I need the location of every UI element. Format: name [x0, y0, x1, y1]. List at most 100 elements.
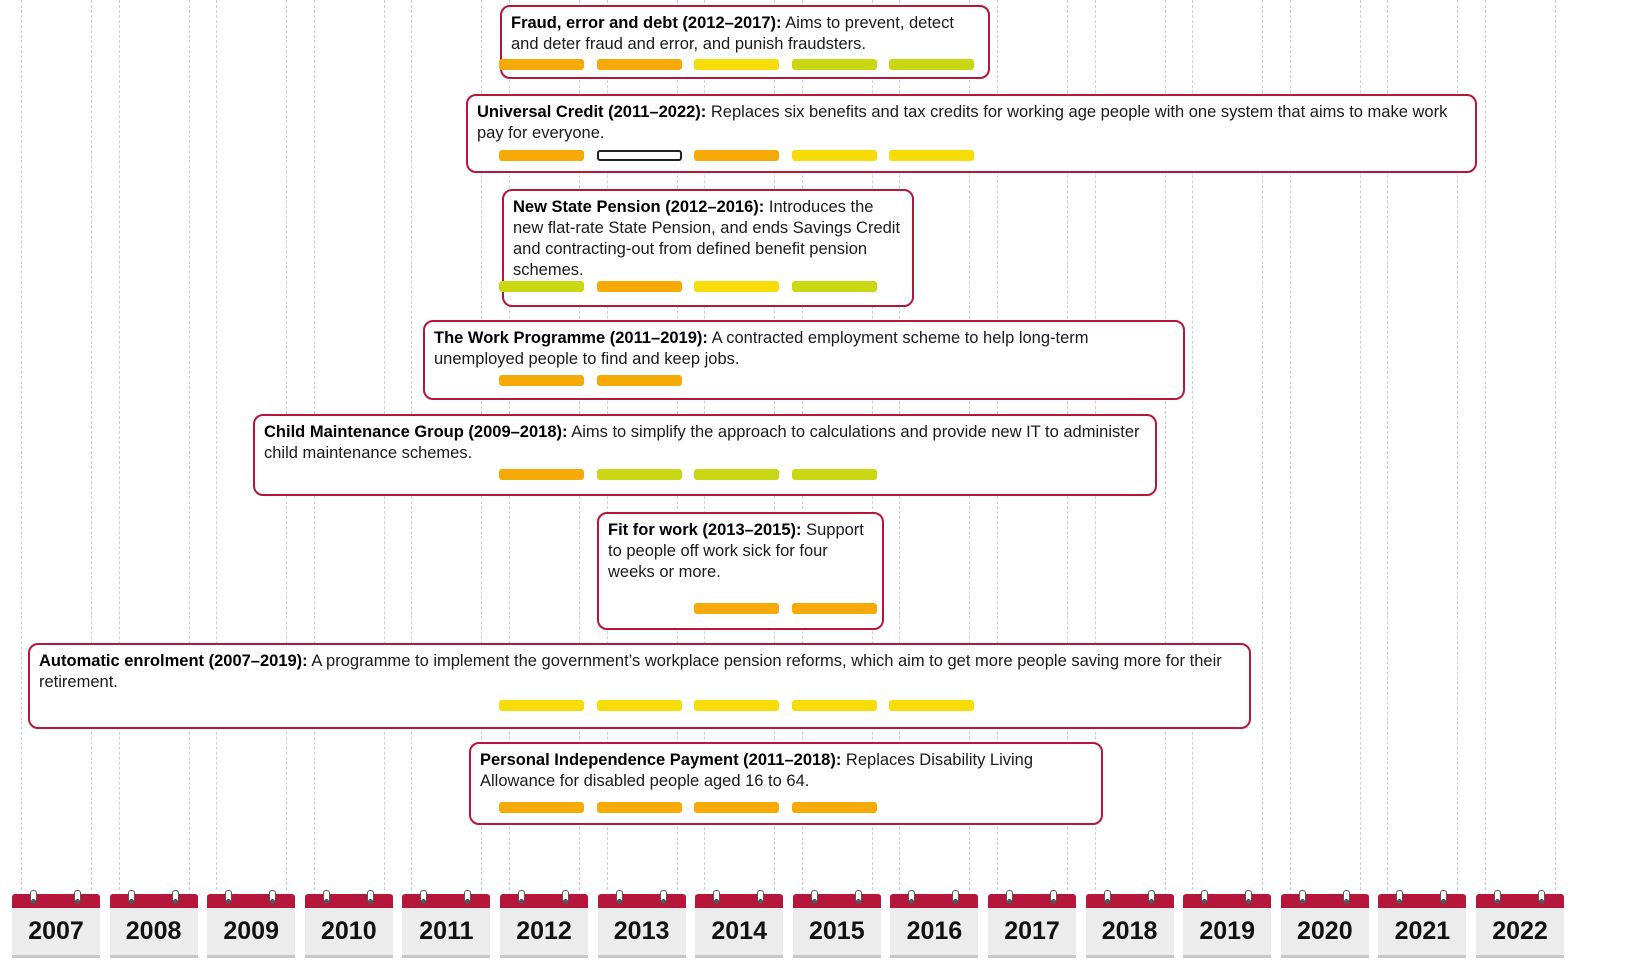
calendar-ring-icon — [757, 890, 765, 904]
programme-description: Aims to simplify the approach to calcula… — [264, 423, 1140, 462]
calendar-ring-icon — [322, 890, 330, 904]
year-label: 2008 — [109, 908, 198, 958]
programme-text: Child Maintenance Group (2009–2018): Aim… — [264, 422, 1146, 464]
programme-title: Universal Credit (2011–2022): — [477, 103, 707, 121]
year-label: 2022 — [1476, 908, 1564, 958]
calendar-header — [1378, 894, 1467, 908]
calendar-year: 2017 — [988, 890, 1076, 962]
year-label: 2009 — [207, 908, 296, 958]
year-label: 2012 — [500, 908, 588, 958]
calendar-header — [1280, 894, 1369, 908]
programme-text: The Work Programme (2011–2019): A contra… — [434, 328, 1174, 370]
calendar-ring-icon — [1050, 890, 1057, 904]
programme-text: Universal Credit (2011–2022): Replaces s… — [477, 102, 1466, 144]
calendar-header — [792, 894, 881, 908]
rating-bar-amber — [596, 802, 682, 813]
calendar-ring-icon — [562, 890, 569, 904]
rating-bar-amber — [791, 802, 877, 813]
year-grid-line — [1387, 0, 1389, 890]
calendar-year: 2009 — [207, 890, 296, 962]
calendar-header — [890, 894, 979, 908]
year-label: 2020 — [1280, 908, 1369, 958]
rating-bar-yellow — [889, 150, 975, 161]
rating-bar-yellow — [694, 59, 780, 70]
rating-bar-yellow — [694, 281, 780, 292]
year-grid-line — [1289, 0, 1291, 890]
rating-bar-yellow — [596, 700, 682, 711]
rating-bar-amber-green — [694, 469, 780, 480]
programme-title: Child Maintenance Group (2009–2018): — [264, 423, 568, 441]
calendar-ring-icon — [854, 890, 862, 904]
calendar-ring-icon — [127, 890, 135, 904]
rating-bar-amber — [499, 59, 584, 70]
calendar-year: 2019 — [1183, 890, 1272, 962]
rating-bar-amber — [596, 281, 682, 292]
calendar-header — [988, 894, 1076, 908]
programme-description: Introduces the new flat-rate State Pensi… — [513, 198, 901, 279]
programme-description: Replaces Disability Living Allowance for… — [480, 751, 1034, 790]
calendar-year: 2013 — [597, 890, 686, 962]
programme-description: Replaces six benefits and tax credits fo… — [477, 103, 1448, 142]
calendar-year: 2012 — [500, 890, 588, 962]
rating-bar-amber — [694, 150, 780, 161]
year-grid-line — [1164, 0, 1166, 890]
year-grid-line — [118, 0, 120, 890]
rating-bar-yellow — [889, 700, 975, 711]
rating-bar-amber-green — [791, 59, 877, 70]
programme-title: Fraud, error and debt (2012–2017): — [511, 14, 782, 32]
calendar-year: 2014 — [695, 890, 784, 962]
programme-text: Automatic enrolment (2007–2019): A progr… — [39, 651, 1240, 693]
calendar-year: 2010 — [304, 890, 393, 962]
calendar-year: 2021 — [1378, 890, 1467, 962]
year-grid-line — [1555, 0, 1556, 890]
programme-title: Automatic enrolment (2007–2019): — [39, 652, 308, 670]
programme-box: The Work Programme (2011–2019): A contra… — [423, 320, 1185, 400]
year-grid-line — [21, 0, 22, 890]
calendar-ring-icon — [1396, 890, 1404, 904]
calendar-ring-icon — [1342, 890, 1350, 904]
calendar-ring-icon — [659, 890, 667, 904]
rating-bar-amber — [499, 375, 584, 386]
calendar-ring-icon — [1006, 890, 1013, 904]
programme-title: Personal Independence Payment (2011–2018… — [480, 751, 842, 769]
calendar-header — [500, 894, 588, 908]
rating-bar-yellow — [791, 700, 877, 711]
programme-text: Fit for work (2013–2015): Support to peo… — [608, 520, 873, 583]
calendar-year: 2016 — [890, 890, 979, 962]
calendar-ring-icon — [269, 890, 277, 904]
programme-description: A programme to implement the government’… — [39, 652, 1222, 691]
rating-bar-amber — [499, 150, 584, 161]
calendar-ring-icon — [810, 890, 818, 904]
calendar-header — [1085, 894, 1174, 908]
year-label: 2017 — [988, 908, 1076, 958]
calendar-ring-icon — [615, 890, 623, 904]
calendar-year: 2020 — [1280, 890, 1369, 962]
calendar-ring-icon — [908, 890, 916, 904]
year-grid-line — [216, 0, 218, 890]
rating-bar-amber-green — [596, 469, 682, 480]
calendar-ring-icon — [1494, 890, 1501, 904]
programme-text: Fraud, error and debt (2012–2017): Aims … — [511, 13, 979, 55]
calendar-ring-icon — [171, 890, 179, 904]
programme-title: New State Pension (2012–2016): — [513, 198, 765, 216]
year-grid-line — [1192, 0, 1194, 890]
calendar-year: 2011 — [402, 890, 491, 962]
programme-text: New State Pension (2012–2016): Introduce… — [513, 197, 903, 281]
calendar-year: 2018 — [1085, 890, 1174, 962]
calendar-ring-icon — [464, 890, 472, 904]
programme-box: Universal Credit (2011–2022): Replaces s… — [466, 94, 1477, 173]
rating-bar-amber — [694, 802, 780, 813]
rating-bar-amber-green — [499, 281, 584, 292]
year-grid-line — [1262, 0, 1264, 890]
year-label: 2018 — [1085, 908, 1174, 958]
year-label: 2014 — [695, 908, 784, 958]
rating-bar-amber-green — [791, 281, 877, 292]
year-grid-line — [91, 0, 92, 890]
year-grid-line — [1457, 0, 1459, 890]
year-label: 2011 — [402, 908, 491, 958]
rating-bar-not-rated — [596, 150, 682, 161]
calendar-year: 2008 — [109, 890, 198, 962]
programme-title: The Work Programme (2011–2019): — [434, 329, 708, 347]
year-label: 2015 — [792, 908, 881, 958]
